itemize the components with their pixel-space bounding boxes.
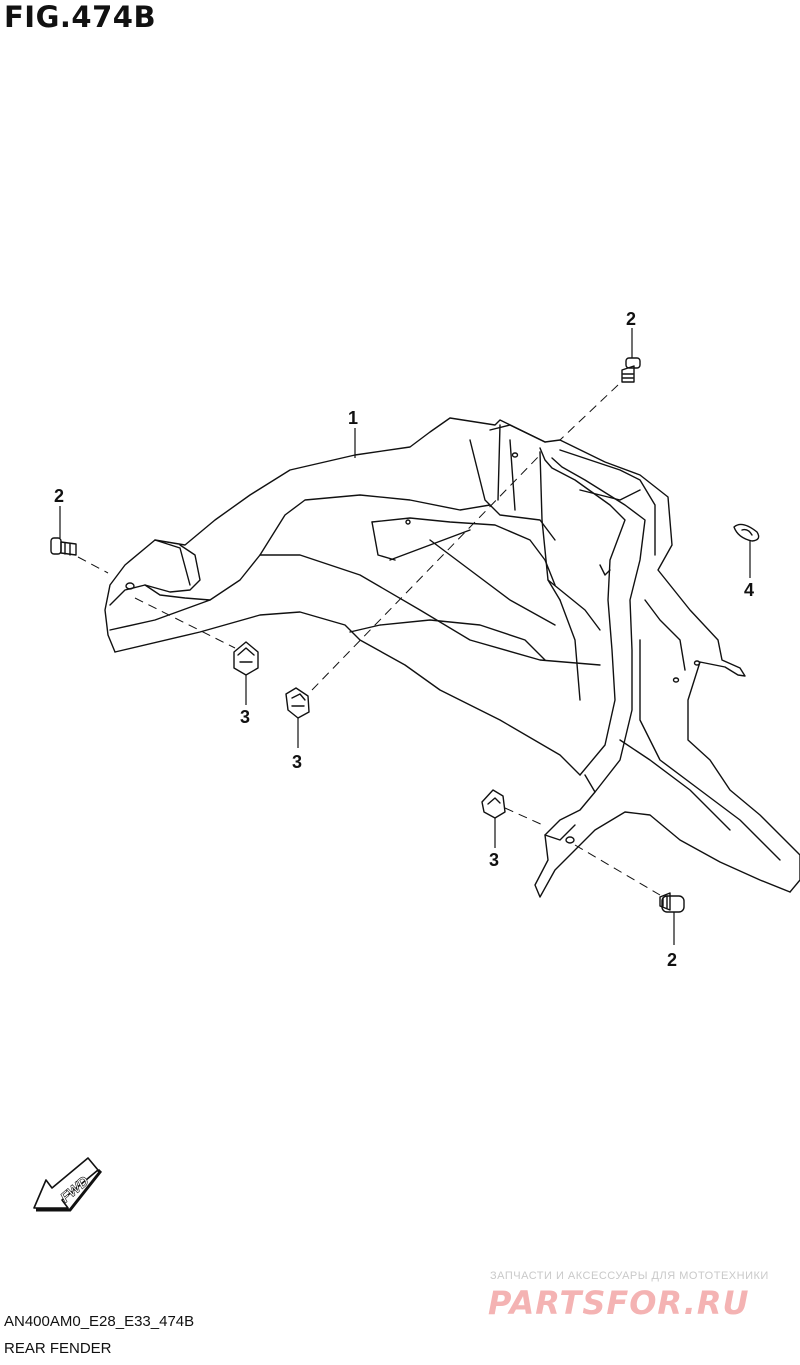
callout-3-center: 3	[292, 752, 302, 772]
washer-part	[733, 523, 760, 542]
assembly-line-lower-screw	[574, 844, 661, 896]
callout-2-upper: 2	[626, 309, 636, 329]
clip-nut-part-left	[233, 641, 259, 676]
clip-nut-part-center	[285, 687, 310, 719]
rear-fender-part	[104, 417, 800, 898]
assembly-line-right-clip	[504, 807, 546, 827]
clip-nut-part-right	[481, 789, 506, 819]
callout-4: 4	[744, 580, 754, 600]
fwd-arrow-icon: FWD	[33, 1157, 103, 1212]
screw-part-left	[50, 537, 77, 556]
callout-2-left: 2	[54, 486, 64, 506]
callout-1: 1	[348, 408, 358, 428]
figure-title: FIG.474B	[4, 0, 157, 34]
callout-3-left: 3	[240, 707, 250, 727]
watermark-logo: PARTSFOR.RU	[488, 1284, 750, 1322]
callout-3-right: 3	[489, 850, 499, 870]
assembly-line-center-clip	[311, 454, 541, 691]
figure-name: REAR FENDER	[4, 1340, 112, 1357]
assembly-line-left-clip	[134, 597, 236, 649]
callout-2-lower: 2	[667, 950, 677, 970]
watermark-tagline: ЗАПЧАСТИ И АКСЕССУАРЫ ДЛЯ МОТОТЕХНИКИ	[490, 1270, 769, 1282]
assembly-line-left-screw	[77, 556, 109, 574]
screw-part-lower	[659, 892, 685, 913]
figure-code: AN400AM0_E28_E33_474B	[4, 1313, 195, 1330]
screw-part-upper	[621, 357, 641, 383]
assembly-line-upper-screw	[559, 384, 619, 441]
